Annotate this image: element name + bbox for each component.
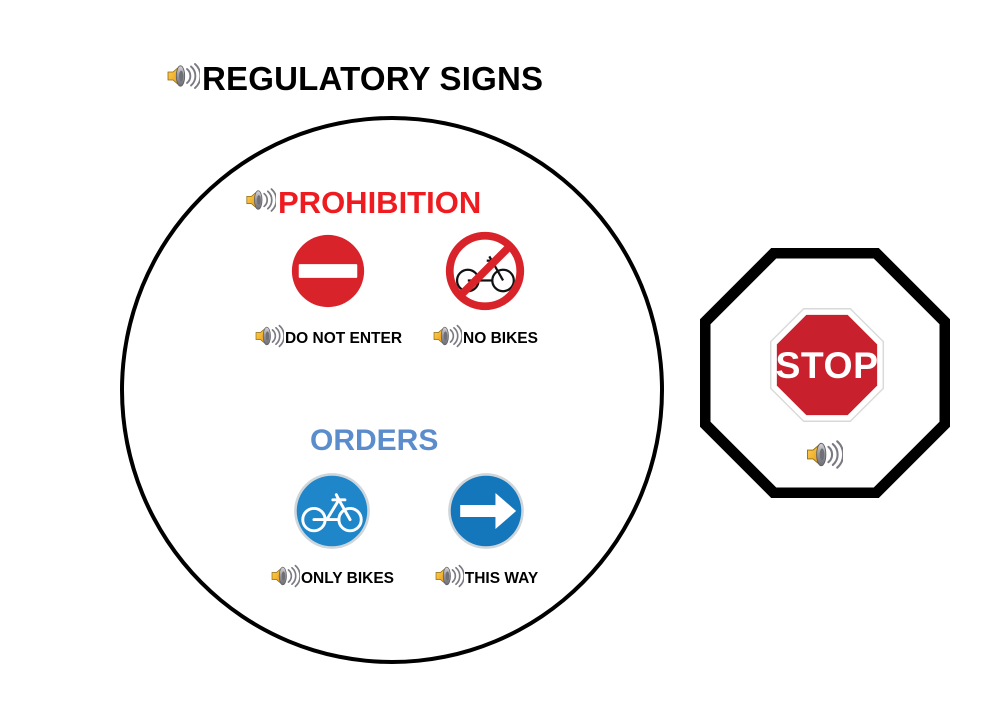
- speaker-icon[interactable]: [254, 323, 285, 354]
- sign-caption-only-bikes: ONLY BIKES: [270, 563, 395, 594]
- sign-only-bikes[interactable]: ONLY BIKES: [270, 468, 395, 594]
- sign-caption-do-not-enter: DO NOT ENTER: [255, 323, 402, 354]
- stop-sign-octagon[interactable]: STOP: [700, 248, 950, 498]
- sign-label-this-way: THIS WAY: [464, 569, 539, 587]
- stop-sign-icon[interactable]: STOP: [768, 306, 886, 424]
- section-heading-prohibition-text: PROHIBITION: [278, 185, 482, 220]
- page-title: REGULATORY SIGNS: [166, 61, 543, 96]
- sign-caption-this-way: THIS WAY: [426, 563, 546, 594]
- regulatory-signs-circle: PROHIBITION DO NOT: [120, 116, 664, 664]
- turn-right-arrow-sign-icon[interactable]: [443, 468, 529, 554]
- bicycles-only-sign-icon[interactable]: [289, 468, 375, 554]
- speaker-icon[interactable]: [270, 563, 301, 594]
- sign-label-do-not-enter: DO NOT ENTER: [284, 329, 403, 347]
- section-heading-orders-text: ORDERS: [310, 424, 439, 457]
- circle-outline: [120, 116, 664, 664]
- speaker-icon[interactable]: [245, 186, 278, 219]
- section-heading-prohibition: PROHIBITION: [245, 186, 481, 219]
- sign-label-only-bikes: ONLY BIKES: [300, 569, 395, 587]
- speaker-icon[interactable]: [432, 323, 463, 354]
- sign-caption-no-bikes: NO BIKES: [425, 323, 545, 354]
- speaker-icon[interactable]: [166, 61, 202, 96]
- speaker-icon[interactable]: [805, 438, 845, 476]
- sign-label-no-bikes: NO BIKES: [463, 329, 538, 347]
- octagon-outline: [700, 248, 950, 498]
- speaker-icon[interactable]: [434, 563, 465, 594]
- page-title-text: REGULATORY SIGNS: [202, 60, 544, 97]
- section-heading-orders: ORDERS: [310, 426, 438, 456]
- sign-do-not-enter[interactable]: DO NOT ENTER: [255, 228, 402, 354]
- stop-sign-text: STOP: [775, 344, 878, 386]
- sign-no-bikes[interactable]: NO BIKES: [425, 228, 545, 354]
- no-entry-sign-icon[interactable]: [285, 228, 371, 314]
- sign-this-way[interactable]: THIS WAY: [426, 468, 546, 594]
- no-bicycles-sign-icon[interactable]: [442, 228, 528, 314]
